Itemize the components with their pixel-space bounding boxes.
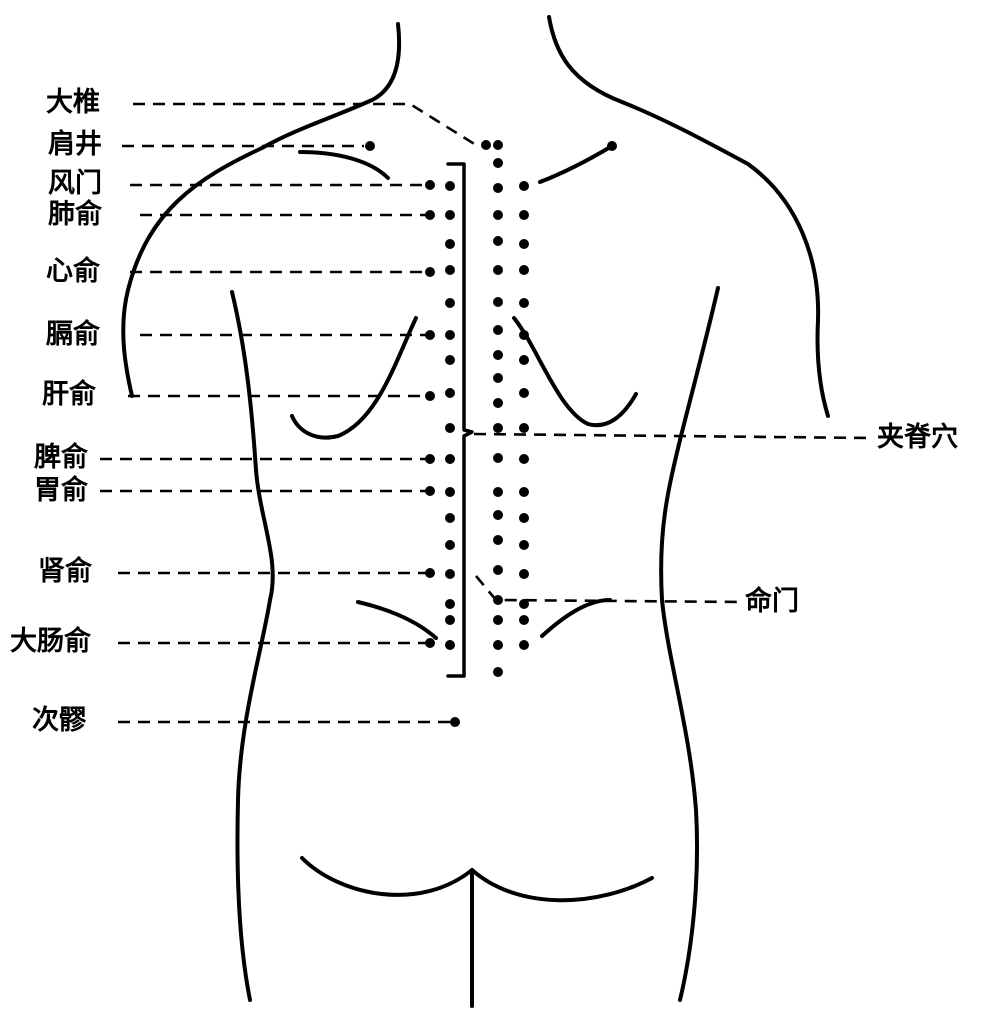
left-shoulder-crease xyxy=(300,152,388,178)
spine-point xyxy=(493,297,503,307)
spine-point xyxy=(493,183,503,193)
spine-point xyxy=(493,535,503,545)
jiaji-right-point xyxy=(519,330,529,340)
jiaji-right-point xyxy=(519,355,529,365)
leader-lines xyxy=(100,104,872,722)
jiaji-left-point xyxy=(445,298,455,308)
jiaji-right-point xyxy=(519,265,529,275)
right-shoulder-crease xyxy=(540,146,612,182)
label-pishu: 脾俞 xyxy=(34,443,88,473)
jianjing-right-point xyxy=(607,141,617,151)
jiaji-right-point xyxy=(519,454,529,464)
weishu-point xyxy=(425,486,435,496)
dachangshu-point xyxy=(425,638,435,648)
jiaji-left-point xyxy=(445,239,455,249)
jiaji-left-point xyxy=(445,330,455,340)
jiaji-right-point xyxy=(519,615,529,625)
spine-point xyxy=(493,615,503,625)
label-jiaji: 夹脊穴 xyxy=(877,423,958,453)
spine-point xyxy=(493,595,503,605)
jiaji-left-point xyxy=(445,615,455,625)
label-xinshu: 心俞 xyxy=(46,257,100,287)
jiaji-left-point xyxy=(445,210,455,220)
spine-point xyxy=(493,510,503,520)
right-flank-outline xyxy=(661,288,718,1000)
spine-point xyxy=(493,423,503,433)
jiaji-left-point xyxy=(445,355,455,365)
jiaji-right-point xyxy=(519,599,529,609)
spine-point xyxy=(493,487,503,497)
fengmen-point xyxy=(425,180,435,190)
spine-point xyxy=(493,158,503,168)
neck-left-outline xyxy=(123,24,399,396)
dazhui-point xyxy=(481,140,491,150)
jiaji-left-point xyxy=(445,265,455,275)
spine-point xyxy=(493,373,503,383)
spine-point xyxy=(493,265,503,275)
label-dachangshu: 大肠俞 xyxy=(10,627,91,657)
spine-point xyxy=(493,667,503,677)
left-waist-crease xyxy=(358,602,436,638)
ciliao-point xyxy=(450,717,460,727)
spine-point xyxy=(493,565,503,575)
jiaji-right-point xyxy=(519,513,529,523)
pishu-point xyxy=(425,454,435,464)
jiaji-right-point xyxy=(519,540,529,550)
jiaji-right-point xyxy=(519,239,529,249)
jiaji-left-point xyxy=(445,513,455,523)
jianjing-left-point xyxy=(365,141,375,151)
left-flank-outline xyxy=(232,292,273,1000)
shenshu-point xyxy=(425,568,435,578)
jiaji-left-point xyxy=(445,423,455,433)
jiaji-left-point xyxy=(445,599,455,609)
spine-point xyxy=(493,140,503,150)
jiaji-left-point xyxy=(445,388,455,398)
label-ganshu: 肝俞 xyxy=(42,380,96,410)
label-weishu: 胃俞 xyxy=(34,476,88,506)
spine-point xyxy=(493,640,503,650)
jiaji-right-point xyxy=(519,569,529,579)
ganshu-point xyxy=(425,391,435,401)
label-jianjing: 肩井 xyxy=(48,130,102,160)
label-fengmen: 风门 xyxy=(48,169,102,199)
jiaji-left-point xyxy=(445,569,455,579)
geshu-point xyxy=(425,330,435,340)
body-outline xyxy=(123,17,828,1006)
label-geshu: 膈俞 xyxy=(46,320,100,350)
spine-point xyxy=(493,398,503,408)
jiaji-left-point xyxy=(445,640,455,650)
jiaji-left-point xyxy=(445,540,455,550)
spine-point xyxy=(493,210,503,220)
label-feishu: 肺俞 xyxy=(48,200,102,230)
jiaji-left-point xyxy=(445,181,455,191)
spine-point xyxy=(493,325,503,335)
jiaji-right-point xyxy=(519,388,529,398)
buttocks-outline xyxy=(302,858,652,900)
jiaji-right-point xyxy=(519,640,529,650)
jiaji-right-point xyxy=(519,298,529,308)
jiaji-right-point xyxy=(519,423,529,433)
label-dazhui: 大椎 xyxy=(46,88,100,118)
leader-dazhui xyxy=(133,104,476,145)
label-shenshu: 肾俞 xyxy=(38,557,92,587)
right-waist-crease xyxy=(542,600,610,636)
leader-jiaji xyxy=(474,434,872,438)
neck-right-outline xyxy=(549,17,828,416)
acupoint-markers xyxy=(365,140,617,727)
right-scapula xyxy=(514,318,636,425)
spine-point xyxy=(493,350,503,360)
jiaji-right-point xyxy=(519,487,529,497)
jiaji-right-point xyxy=(519,181,529,191)
xinshu-point xyxy=(425,267,435,277)
jiaji-left-point xyxy=(445,454,455,464)
label-ciliao: 次髎 xyxy=(32,706,86,736)
jiaji-left-point xyxy=(445,487,455,497)
feishu-point xyxy=(425,210,435,220)
jiaji-right-point xyxy=(519,210,529,220)
spine-point xyxy=(493,236,503,246)
spine-point xyxy=(493,453,503,463)
label-mingmen: 命门 xyxy=(745,587,799,617)
